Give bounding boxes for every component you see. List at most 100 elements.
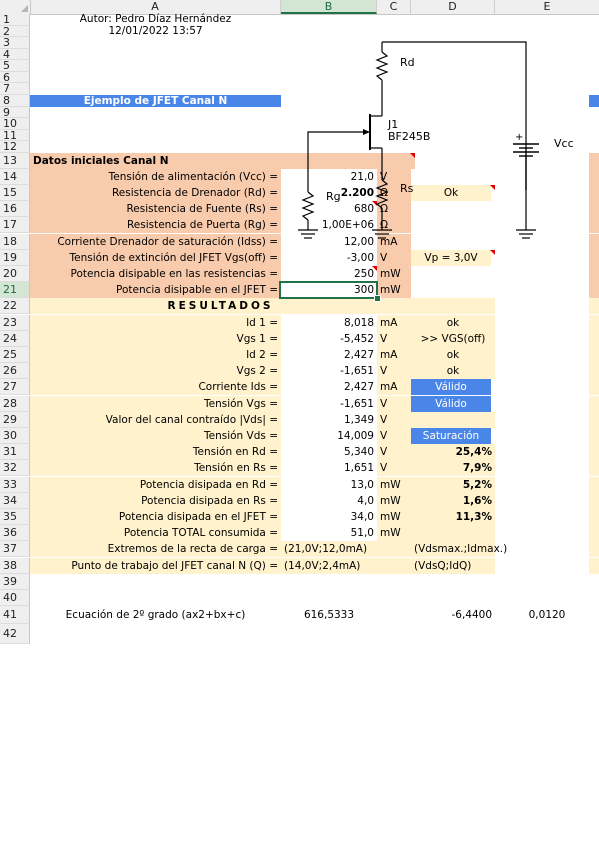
resultado-label[interactable]: Tensión Vds = (30, 427, 281, 445)
row-header[interactable]: 16 (0, 201, 30, 218)
resultado-value[interactable]: 8,018 (343, 316, 374, 329)
row-header[interactable]: 42 (0, 623, 30, 644)
datetime-cell[interactable]: 12/01/2022 13:57 (108, 24, 203, 37)
datos-unit[interactable]: mW (377, 282, 411, 299)
row-header[interactable]: 14 (0, 168, 30, 185)
resultado-note[interactable]: ok (411, 346, 495, 364)
datos-title-cell[interactable]: Datos iniciales Canal N (33, 154, 169, 167)
extremos-label[interactable]: Extremos de la recta de carga = (30, 541, 281, 558)
row-header[interactable]: 22 (0, 298, 30, 315)
datos-label[interactable]: Resistencia de Fuente (Rs) = (30, 201, 281, 218)
resultado-note[interactable]: 7,9% (411, 460, 495, 477)
resultado-note[interactable]: 25,4% (411, 444, 495, 461)
row-header[interactable]: 18 (0, 233, 30, 250)
datos-value[interactable]: 2.200 (340, 186, 374, 199)
punto-value[interactable]: (14,0V;2,4mA) (281, 557, 411, 574)
datos-unit[interactable]: V (377, 249, 411, 266)
comment-indicator-icon[interactable] (410, 152, 415, 158)
resultado-note[interactable]: >> VGS(off) (411, 330, 495, 347)
resultado-value[interactable]: 1,349 (343, 413, 374, 426)
extremos-note[interactable]: (Vdsmax.;Idmax.) (411, 541, 507, 558)
row-header[interactable]: 29 (0, 411, 30, 428)
row-header[interactable]: 12 (0, 141, 30, 153)
resultado-label[interactable]: Id 2 = (30, 346, 281, 364)
datos-unit[interactable]: V (377, 168, 411, 185)
resultado-label[interactable]: Potencia disipada en Rd = (30, 476, 281, 493)
resultado-note[interactable]: Saturación (411, 427, 491, 445)
resultado-unit[interactable]: mA (377, 379, 411, 396)
resultado-unit[interactable]: V (377, 411, 411, 428)
resultados-title-cell[interactable]: RESULTADOS (167, 300, 274, 313)
row-header[interactable]: 21 (0, 282, 30, 299)
column-header-b[interactable]: B (281, 0, 377, 14)
row-header[interactable]: 26 (0, 363, 30, 380)
resultado-unit[interactable]: mW (377, 476, 411, 493)
example-title-cell[interactable]: Ejemplo de JFET Canal N (30, 94, 281, 107)
datos-value[interactable]: 300 (353, 284, 374, 297)
datos-value[interactable]: 12,00 (343, 235, 374, 248)
resultado-note[interactable]: 11,3% (411, 508, 495, 526)
datos-label[interactable]: Resistencia de Drenador (Rd) = (30, 184, 281, 202)
resultado-label[interactable]: Potencia disipada en Rs = (30, 492, 281, 509)
resultado-value[interactable]: 1,651 (343, 462, 374, 475)
resultado-note[interactable]: ok (411, 363, 495, 380)
resultado-label[interactable]: Potencia disipada en el JFET = (30, 508, 281, 526)
fill-handle[interactable] (374, 295, 381, 303)
comment-indicator-icon[interactable] (372, 201, 377, 207)
ecuacion-a[interactable]: 616,5333 (303, 608, 355, 621)
ecuacion-b[interactable]: -6,4400 (451, 608, 492, 621)
row-header[interactable]: 24 (0, 330, 30, 347)
row-header[interactable]: 41 (0, 605, 30, 624)
resultado-label[interactable]: Vgs 2 = (30, 363, 281, 380)
resultado-value[interactable]: 14,009 (337, 429, 374, 442)
row-header[interactable]: 27 (0, 379, 30, 396)
resultado-label[interactable]: Id 1 = (30, 314, 281, 331)
row-header[interactable]: 19 (0, 249, 30, 266)
resultado-unit[interactable]: mA (377, 314, 411, 331)
resultado-unit[interactable]: mW (377, 492, 411, 509)
datos-label[interactable]: Corriente Drenador de saturación (Idss) … (30, 233, 281, 250)
datos-value[interactable]: 21,0 (350, 170, 374, 183)
resultado-value[interactable]: 2,427 (343, 348, 374, 361)
ecuacion-label[interactable]: Ecuación de 2º grado (ax2+bx+c) (65, 608, 246, 621)
resultado-value[interactable]: -1,651 (340, 397, 374, 410)
punto-label[interactable]: Punto de trabajo del JFET canal N (Q) = (30, 557, 281, 574)
resultado-label[interactable]: Vgs 1 = (30, 330, 281, 347)
resultado-value[interactable]: 34,0 (350, 510, 374, 523)
comment-indicator-icon[interactable] (490, 184, 495, 190)
resultado-note[interactable]: 5,2% (411, 476, 495, 493)
column-header-e[interactable]: E (543, 0, 551, 13)
resultado-label[interactable]: Tensión Vgs = (30, 395, 281, 412)
datos-value[interactable]: 250 (353, 267, 374, 280)
row-header[interactable]: 2 (0, 25, 30, 37)
row-header[interactable]: 9 (0, 106, 30, 118)
resultado-label[interactable]: Tensión en Rs = (30, 460, 281, 477)
resultado-value[interactable]: 2,427 (343, 381, 374, 394)
row-header[interactable]: 28 (0, 395, 30, 412)
row-header[interactable]: 8 (0, 94, 30, 107)
resultado-unit[interactable]: V (377, 363, 411, 380)
resultado-value[interactable]: 4,0 (357, 494, 374, 507)
column-header-a[interactable]: A (30, 0, 281, 14)
row-header[interactable]: 20 (0, 265, 30, 283)
row-header[interactable]: 23 (0, 314, 30, 331)
resultado-label[interactable]: Tensión en Rd = (30, 444, 281, 461)
resultado-value[interactable]: -5,452 (340, 332, 374, 345)
datos-label[interactable]: Resistencia de Puerta (Rg) = (30, 217, 281, 234)
row-header[interactable]: 17 (0, 217, 30, 234)
row-header[interactable]: 35 (0, 508, 30, 526)
row-header[interactable]: 31 (0, 444, 30, 461)
row-header[interactable]: 39 (0, 573, 30, 590)
datos-unit[interactable]: Ω (377, 201, 411, 218)
row-header[interactable]: 4 (0, 48, 30, 60)
resultado-unit[interactable]: V (377, 330, 411, 347)
datos-unit[interactable]: mW (377, 265, 411, 283)
row-header[interactable]: 37 (0, 541, 30, 558)
row-header[interactable]: 6 (0, 71, 30, 83)
row-header[interactable]: 11 (0, 129, 30, 141)
datos-label[interactable]: Tensión de extinción del JFET Vgs(off) = (30, 249, 281, 266)
author-cell[interactable]: Autor: Pedro Díaz Hernández (79, 13, 232, 25)
comment-indicator-icon[interactable] (372, 265, 377, 271)
row-header[interactable]: 30 (0, 427, 30, 445)
row-header[interactable]: 36 (0, 525, 30, 542)
